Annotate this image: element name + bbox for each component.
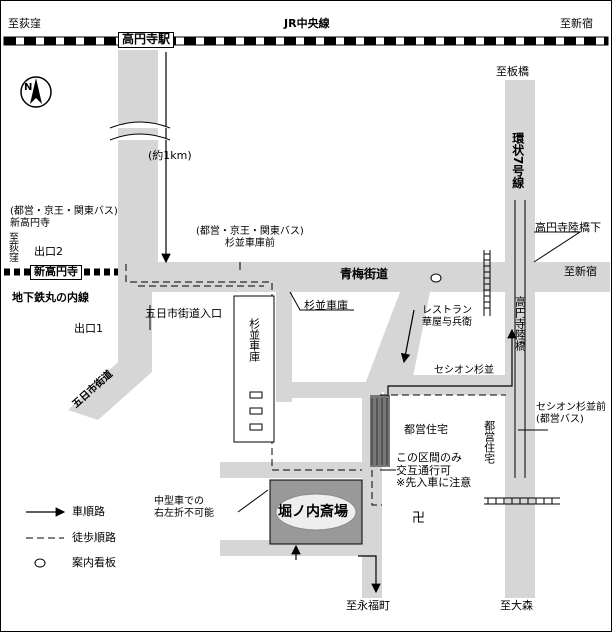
koenji-overpass <box>514 200 526 478</box>
seison-bus-stop: セシオン杉並前 (都営バス) <box>536 402 606 425</box>
walking-route <box>125 264 506 506</box>
depot-west-road <box>276 292 292 402</box>
hall-oval <box>275 493 357 531</box>
guide-board-symbol <box>430 273 442 283</box>
pointer-lines <box>149 231 582 513</box>
seison-label: セシオン杉並 <box>434 365 494 376</box>
depot-south-road <box>276 382 372 398</box>
itsukaichi-bus-stop: 五日市街道入口 <box>145 307 222 320</box>
track-ladder-north <box>483 250 491 316</box>
temple-symbol: 卍 <box>412 511 426 526</box>
rail-west-label: 至荻窪 <box>8 17 41 30</box>
midsize-note: 中型車での 右左折不可能 <box>154 496 214 519</box>
eifuku-road <box>362 540 382 598</box>
shin-koenji-station: 新高円寺 <box>30 265 82 280</box>
legend-board-label: 案内看板 <box>72 556 116 569</box>
subway-name: 地下鉄丸の内線 <box>12 291 89 304</box>
legend-walk-label: 徒歩順路 <box>72 531 116 544</box>
rail-east-label: 至新宿 <box>560 17 593 30</box>
restaurant-label: レストラン 華屋与兵衛 <box>422 305 472 328</box>
alternate-section-hatch <box>370 395 390 467</box>
bridge-label: 高円寺陸橋 <box>513 296 527 351</box>
legend-car-label: 車順路 <box>72 505 105 518</box>
depot-label: 杉並車庫 <box>304 299 348 312</box>
omori-label: 至大森 <box>500 599 533 612</box>
subway-west-label: 至荻窪 <box>6 232 18 262</box>
subway-exit1: 出口1 <box>74 322 103 335</box>
cross-road <box>384 375 506 395</box>
compass-rose <box>20 76 52 108</box>
kanjo7-label: 環状7号線 <box>510 132 525 189</box>
alternate-note: この区間のみ 交互通行可 ※先入車に注意 <box>396 451 472 490</box>
itabashi-label: 至板橋 <box>496 65 529 78</box>
hall-label: 堀ノ内斎場 <box>278 504 348 520</box>
shin-koenji-bus-stop: (都営・京王・関東バス) 新高円寺 <box>10 206 118 229</box>
rail-name: JR中央線 <box>284 17 330 30</box>
depot-building <box>233 295 275 443</box>
koenji-street-road <box>118 50 158 264</box>
distance-label: (約1km) <box>148 149 192 162</box>
housing-right-label: 都営住宅 <box>482 420 496 464</box>
bus-icons <box>249 391 263 431</box>
depot-building-label: 杉並車庫 <box>247 318 261 362</box>
subway-exit2: 出口2 <box>34 245 63 258</box>
compass-n: N <box>24 82 33 93</box>
itsukaichi-road <box>68 292 152 420</box>
road-break-symbol <box>109 121 171 141</box>
rikkyo-shita-label: 高円寺陸橋下 <box>535 221 601 234</box>
legend-board-symbol <box>34 558 46 568</box>
shinjuku-label: 至新宿 <box>564 265 597 278</box>
car-route <box>26 52 517 594</box>
eifukucho-label: 至永福町 <box>346 599 390 612</box>
housing-left-label: 都営住宅 <box>404 423 448 436</box>
track-ladder-south <box>484 497 560 505</box>
depot-bus-stop: (都営・京王・関東バス) 杉並車庫前 <box>196 226 304 249</box>
kanjo7-road <box>505 80 535 598</box>
koenji-station-label: 高円寺駅 <box>118 32 175 48</box>
jr-chuo-line <box>3 36 609 46</box>
oume-kaido-label: 青梅街道 <box>340 267 389 281</box>
